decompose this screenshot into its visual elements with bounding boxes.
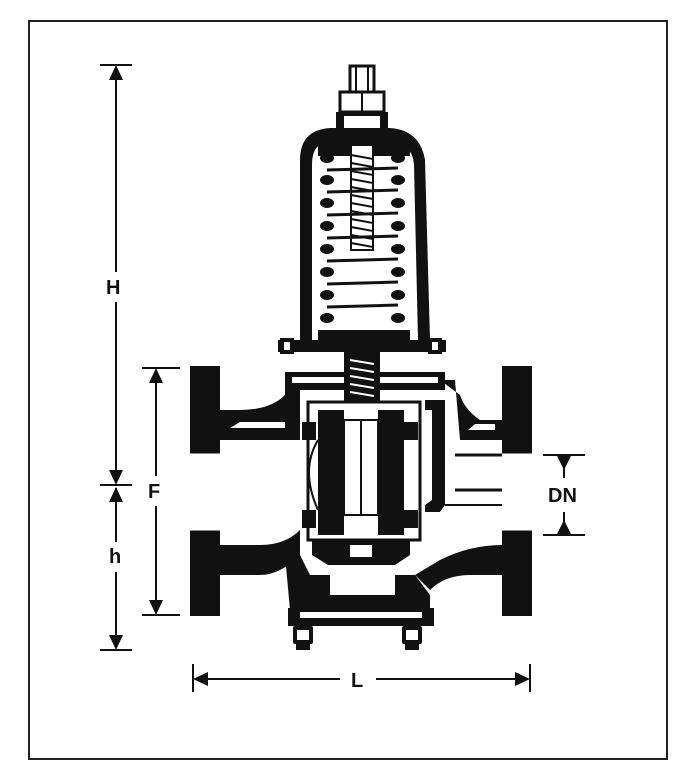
main-spring	[320, 153, 405, 323]
dimension-L-label: L	[351, 670, 363, 692]
dimension-L: L	[192, 664, 531, 692]
dimension-F-label: F	[148, 481, 160, 503]
dimension-H: H	[100, 64, 132, 486]
dimension-DN-label: DN	[548, 485, 577, 507]
adjustment-cap	[348, 64, 376, 94]
spring-bonnet	[300, 64, 430, 342]
dimension-F: F	[142, 367, 180, 616]
diaphragm-section	[278, 338, 446, 402]
dimension-h-label: h	[109, 546, 121, 568]
dimension-H-label: H	[106, 277, 120, 299]
valve-body	[190, 366, 532, 650]
dimension-h: h	[100, 487, 132, 651]
dimension-DN: DN	[543, 454, 585, 536]
